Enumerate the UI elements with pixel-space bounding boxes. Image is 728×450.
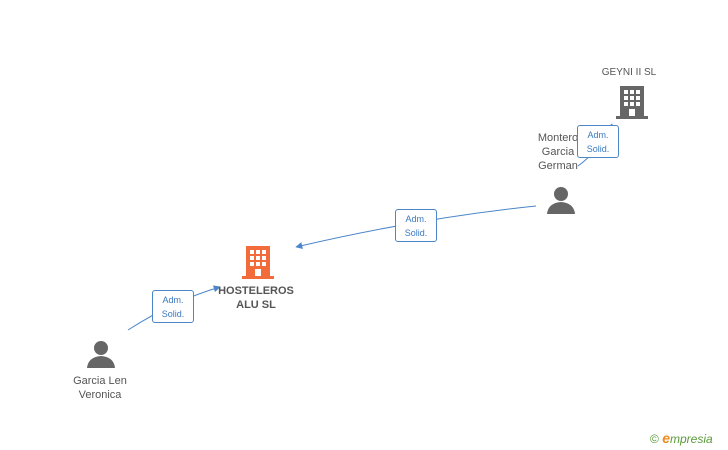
person-montero-line3: German bbox=[538, 160, 578, 172]
brand-e: e bbox=[662, 430, 670, 446]
role-badge[interactable]: Adm. Solid. bbox=[152, 290, 194, 323]
person-montero-line2: Garcia bbox=[541, 146, 575, 158]
role-badge-line1: Adm. bbox=[405, 214, 427, 224]
company-hosteleros-label[interactable]: HOSTELEROS ALU SL bbox=[206, 284, 306, 312]
person-garcia-len-line1: Garcia Len bbox=[73, 375, 127, 387]
role-badge-line2: Solid. bbox=[586, 144, 610, 154]
role-badge-line1: Adm. bbox=[587, 130, 609, 140]
building-icon[interactable] bbox=[616, 84, 648, 120]
role-badge-line2: Solid. bbox=[404, 228, 428, 238]
role-badge-line1: Adm. bbox=[162, 295, 184, 305]
person-icon[interactable] bbox=[86, 340, 116, 368]
person-montero-label[interactable]: Montero Garcia German bbox=[528, 131, 588, 173]
role-badge[interactable]: Adm. Solid. bbox=[577, 125, 619, 158]
person-montero-line1: Montero bbox=[537, 132, 579, 144]
role-badge[interactable]: Adm. Solid. bbox=[395, 209, 437, 242]
copyright-symbol: © bbox=[650, 432, 659, 446]
company-geynii-label[interactable]: GEYNI II SL bbox=[601, 67, 657, 78]
person-garcia-len-line2: Veronica bbox=[78, 389, 122, 401]
person-icon[interactable] bbox=[546, 186, 576, 214]
role-badge-line2: Solid. bbox=[161, 309, 185, 319]
empresia-logo: © empresia bbox=[650, 430, 713, 446]
company-hosteleros-line2: ALU SL bbox=[236, 299, 276, 311]
building-icon[interactable] bbox=[242, 244, 274, 280]
company-hosteleros-line1: HOSTELEROS bbox=[218, 285, 294, 297]
person-garcia-len-label[interactable]: Garcia Len Veronica bbox=[58, 374, 142, 402]
brand-rest: mpresia bbox=[669, 432, 713, 446]
